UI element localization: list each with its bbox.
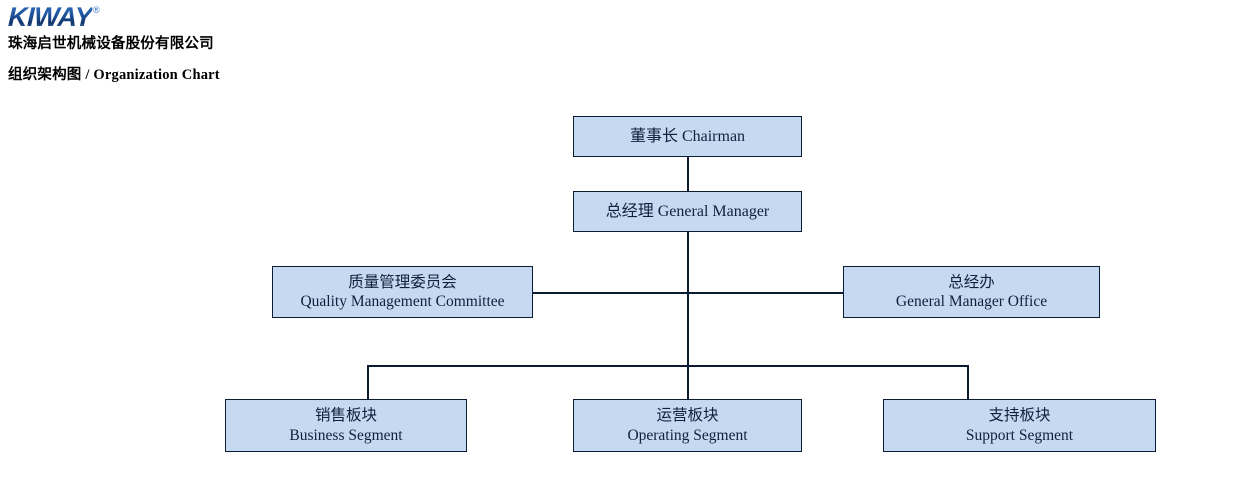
node-business-segment-cn: 销售板块 (314, 407, 377, 425)
node-support-segment-en: Support Segment (965, 426, 1074, 444)
page-title: 组织架构图 / Organization Chart (8, 67, 220, 83)
node-general-manager-cn: 总经理 (605, 202, 654, 220)
node-quality-management-committee[interactable]: 质量管理委员会 Quality Management Committee (272, 266, 533, 318)
connector-drop-support (967, 365, 969, 400)
node-operating-segment[interactable]: 运营板块 Operating Segment (573, 399, 802, 452)
company-name: 珠海启世机械设备股份有限公司 (8, 36, 214, 52)
node-chairman[interactable]: 董事长 Chairman (573, 116, 802, 157)
node-general-manager-office-cn: 总经办 (948, 273, 995, 291)
node-operating-segment-en: Operating Segment (627, 426, 748, 444)
node-chairman-label: 董事长 Chairman (630, 127, 745, 147)
node-general-manager-office[interactable]: 总经办 General Manager Office (843, 266, 1100, 318)
node-business-segment[interactable]: 销售板块 Business Segment (225, 399, 467, 452)
node-business-segment-en: Business Segment (289, 426, 403, 444)
node-general-manager-office-en: General Manager Office (895, 293, 1048, 310)
connector-branch-bar (367, 365, 969, 367)
connector-drop-business (367, 365, 369, 400)
node-chairman-en: Chairman (681, 127, 746, 145)
node-general-manager[interactable]: 总经理 General Manager (573, 191, 802, 232)
node-operating-segment-cn: 运营板块 (656, 407, 719, 425)
connector-drop-operating (687, 365, 689, 400)
node-general-manager-en: General Manager (657, 202, 770, 220)
connector-staff-left (532, 292, 688, 294)
connector-gm-trunk (687, 231, 689, 366)
node-quality-management-committee-en: Quality Management Committee (300, 293, 505, 310)
connector-chairman-to-gm (687, 156, 689, 192)
registered-trademark-icon: ® (93, 5, 100, 15)
kiway-logo: KIWAY ® (7, 2, 100, 32)
node-general-manager-label: 总经理 General Manager (606, 202, 770, 222)
node-quality-management-committee-cn: 质量管理委员会 (348, 273, 457, 291)
node-chairman-cn: 董事长 (629, 127, 678, 145)
node-support-segment[interactable]: 支持板块 Support Segment (883, 399, 1156, 452)
node-support-segment-cn: 支持板块 (988, 407, 1051, 425)
connector-staff-right (687, 292, 844, 294)
